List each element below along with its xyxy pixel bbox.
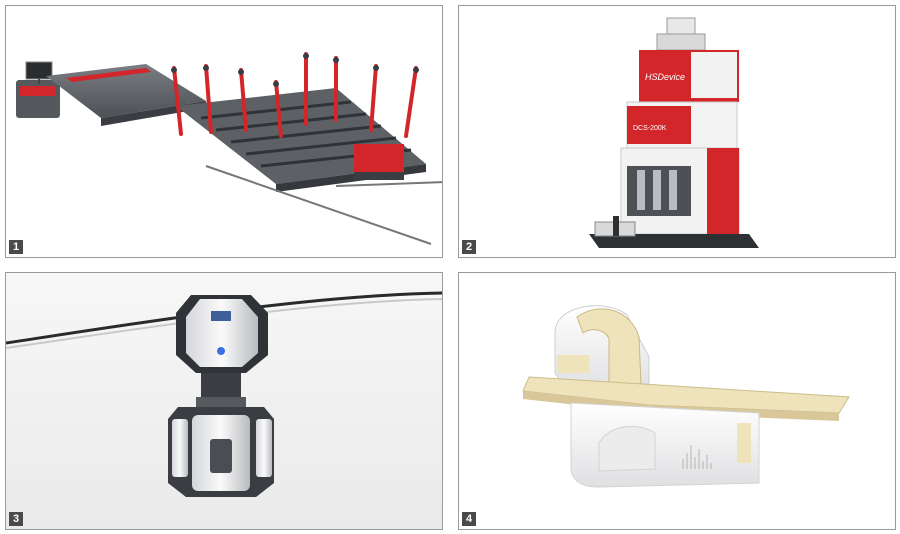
panel-number: 3 <box>9 512 23 526</box>
mid-red-panel <box>627 106 691 144</box>
console-body <box>16 80 60 118</box>
panel-number: 1 <box>9 240 23 254</box>
panel-2: HSDevice DCS-200K 2 <box>458 5 896 258</box>
medical-scanner-illustration <box>522 305 850 488</box>
inspection-robot-illustration <box>6 291 442 497</box>
panel-number: 2 <box>462 240 476 254</box>
model-label: DCS-200K <box>633 125 667 132</box>
panel-number: 4 <box>462 512 476 526</box>
panel-1: 1 <box>5 5 443 258</box>
packaging-machine-illustration: HSDevice DCS-200K <box>589 17 759 248</box>
panel-3: 3 <box>5 272 443 530</box>
panel-4: 4 <box>458 272 896 530</box>
machine-base <box>589 234 759 248</box>
red-cabinet <box>354 144 404 174</box>
glass-cutting-line-illustration <box>16 52 442 245</box>
brand-label: HSDevice <box>645 72 685 82</box>
